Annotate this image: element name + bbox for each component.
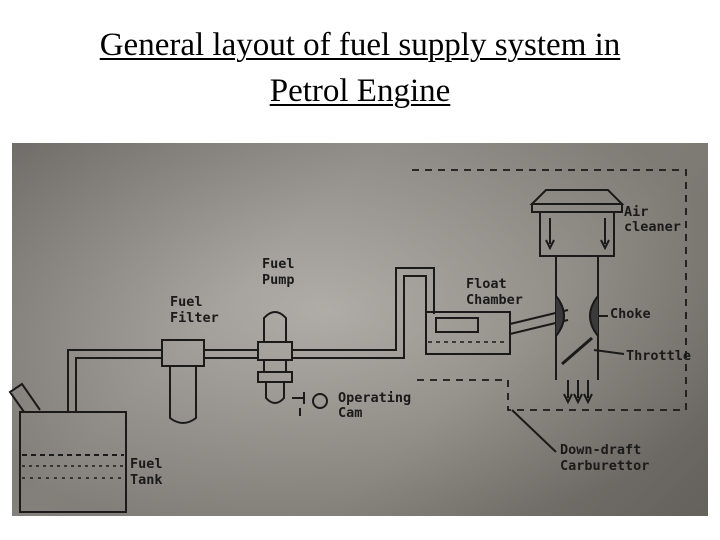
air-cleaner-label-2: cleaner — [624, 219, 681, 235]
fuel-filter-label-2: Filter — [170, 310, 219, 326]
air-cleaner — [529, 189, 625, 205]
operating-cam-label-1: Operating — [338, 390, 411, 406]
fuel-pump-label-1: Fuel — [262, 256, 295, 272]
air-cleaner-label-1: Air — [624, 204, 648, 220]
fuel-filter — [161, 339, 205, 367]
fuel-pump — [257, 341, 293, 361]
throttle-valve — [561, 336, 593, 366]
title-line-2: Petrol Engine — [269, 73, 451, 109]
choke-label: Choke — [610, 306, 651, 322]
diagram-photo — [12, 143, 708, 516]
carburettor-label-2: Carburettor — [560, 458, 649, 474]
fuel-tank-label-1: Fuel — [130, 456, 163, 472]
fuel-pump-label-2: Pump — [262, 272, 295, 288]
fuel-filter-label-1: Fuel — [170, 294, 203, 310]
carburettor-boundary — [412, 169, 687, 411]
fuel-tank — [19, 411, 127, 513]
throttle-label: Throttle — [626, 348, 691, 364]
carburettor-label-1: Down-draft — [560, 442, 641, 458]
float-chamber-label-2: Chamber — [466, 292, 523, 308]
title-line-1: General layout of fuel supply system in — [99, 27, 621, 63]
operating-cam — [312, 393, 328, 409]
operating-cam-label-2: Cam — [338, 405, 362, 421]
fuel-tank-label-2: Tank — [130, 472, 163, 488]
fuel-line-tank-to-filter — [67, 349, 162, 412]
float-chamber-label-1: Float — [466, 276, 507, 292]
slide-title: General layout of fuel supply system in … — [0, 22, 720, 114]
